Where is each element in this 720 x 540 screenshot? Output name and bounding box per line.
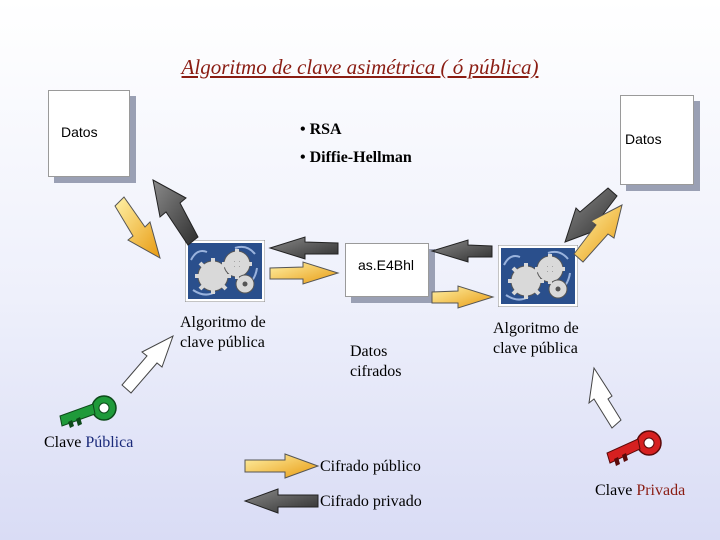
- private-key-word1: Clave: [595, 482, 633, 499]
- arrow-private-encrypt-right: [564, 187, 618, 243]
- encrypted-data-line2: cifrados: [350, 363, 402, 380]
- algorithm-label-left: Algoritmo de clave pública: [180, 314, 266, 351]
- gears-icon: [185, 240, 265, 302]
- arrow-private-decrypt-left: [152, 179, 199, 246]
- green-key-icon: [59, 395, 117, 428]
- private-key-word2: Privada: [636, 482, 686, 499]
- arrow-public-center-right: [431, 285, 495, 309]
- legend-arrow-public: [244, 453, 320, 479]
- arrow-public-decrypt-right: [573, 204, 623, 263]
- gears-icon: [498, 245, 578, 307]
- red-key-icon: [606, 430, 662, 466]
- arrow-public-encrypt-left: [114, 196, 161, 260]
- plaintext-box-left: Datos: [48, 90, 130, 177]
- legend-arrow-private: [243, 488, 319, 514]
- private-key-label: Clave Privada: [595, 481, 685, 501]
- algorithm-list: • RSA • Diffie-Hellman: [300, 116, 412, 172]
- arrow-public-left-center: [269, 261, 340, 285]
- legend-public-label: Cifrado público: [320, 458, 421, 475]
- diagram-title: Algoritmo de clave asimétrica ( ó públic…: [181, 55, 539, 79]
- arrow-key-public: [121, 334, 174, 394]
- algorithm-item-rsa: • RSA: [300, 121, 342, 138]
- arrow-private-right-center: [430, 239, 493, 263]
- public-key-word2: Pública: [85, 434, 134, 451]
- plaintext-label-left: Datos: [61, 124, 98, 140]
- encrypted-data-label: Datos cifrados: [350, 342, 402, 382]
- ciphertext-label: as.E4Bhl: [358, 257, 415, 273]
- plaintext-box-right: Datos: [620, 95, 694, 185]
- algorithm-item-dh: • Diffie-Hellman: [300, 149, 412, 166]
- ciphertext-box: as.E4Bhl: [345, 243, 429, 297]
- encrypted-data-line1: Datos: [350, 343, 388, 360]
- arrow-key-private: [588, 366, 622, 429]
- algorithm-label-right: Algoritmo de clave pública: [493, 320, 579, 357]
- legend-private-label: Cifrado privado: [320, 493, 422, 510]
- public-key-word1: Clave: [44, 434, 82, 451]
- arrow-private-center-left: [268, 236, 339, 260]
- public-key-label: Clave Pública: [44, 433, 133, 453]
- plaintext-label-right: Datos: [625, 131, 662, 147]
